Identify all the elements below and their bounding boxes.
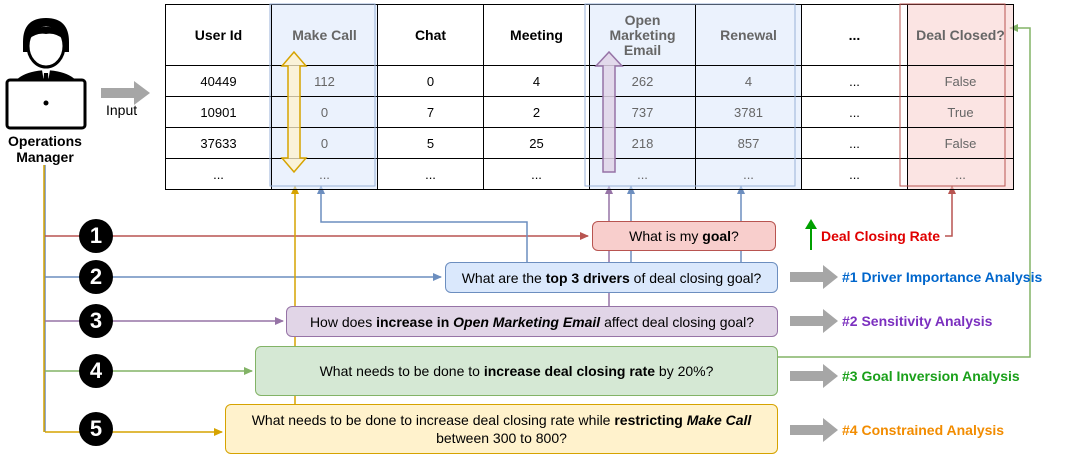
table-cell: ... xyxy=(801,127,908,159)
col-user-id: User Id xyxy=(165,4,272,66)
table-cell: 0 xyxy=(271,96,378,128)
col-renewal: Renewal xyxy=(695,4,802,66)
table-cell: 262 xyxy=(589,65,696,97)
table-cell: 0 xyxy=(377,65,484,97)
analysis-constrained: #4 Constrained Analysis xyxy=(842,422,1005,438)
step-5-badge: 5 xyxy=(79,412,113,446)
table-cell: 218 xyxy=(589,127,696,159)
table-row: ........................ xyxy=(165,158,1014,190)
table-cell: 857 xyxy=(695,127,802,159)
col-deal-closed: Deal Closed? xyxy=(907,4,1014,66)
table-cell: ... xyxy=(377,158,484,190)
table-cell: ... xyxy=(801,65,908,97)
table-cell: 37633 xyxy=(165,127,272,159)
col-meeting: Meeting xyxy=(483,4,590,66)
operations-manager-label: Operations Manager xyxy=(8,133,82,165)
input-label: Input xyxy=(106,102,138,118)
table-cell: ... xyxy=(271,158,378,190)
question-constrained-box: What needs to be done to increase deal c… xyxy=(225,404,778,454)
question-sensitivity-box: How does increase in Open Marketing Emai… xyxy=(286,306,778,337)
step-4-badge: 4 xyxy=(79,354,113,388)
col-ellipsis: ... xyxy=(801,4,908,66)
table-cell: 0 xyxy=(271,127,378,159)
analysis-goal-inversion: #3 Goal Inversion Analysis xyxy=(842,368,1020,384)
user-laptop-icon xyxy=(5,18,87,130)
data-table: User Id Make Call Chat Meeting Open Mark… xyxy=(165,4,1014,190)
col-open-marketing-email: Open Marketing Email xyxy=(589,4,696,66)
question-goal-box: What is my goal? xyxy=(592,221,776,251)
col-make-call: Make Call xyxy=(271,4,378,66)
table-cell: 3781 xyxy=(695,96,802,128)
table-cell: 7 xyxy=(377,96,484,128)
step-1-badge: 1 xyxy=(79,219,113,253)
table-cell: 112 xyxy=(271,65,378,97)
table-cell: 25 xyxy=(483,127,590,159)
table-cell: 4 xyxy=(695,65,802,97)
analysis-driver-importance: #1 Driver Importance Analysis xyxy=(842,269,1043,285)
step-2-badge: 2 xyxy=(79,260,113,294)
question-goal-inversion-box: What needs to be done to increase deal c… xyxy=(255,346,778,396)
table-cell: False xyxy=(907,127,1014,159)
table-cell: ... xyxy=(695,158,802,190)
table-cell: 4 xyxy=(483,65,590,97)
table-cell: ... xyxy=(589,158,696,190)
col-chat: Chat xyxy=(377,4,484,66)
table-cell: 737 xyxy=(589,96,696,128)
table-cell: ... xyxy=(483,158,590,190)
analysis-sensitivity: #2 Sensitivity Analysis xyxy=(842,313,993,329)
table-cell: 40449 xyxy=(165,65,272,97)
table-header-row: User Id Make Call Chat Meeting Open Mark… xyxy=(165,4,1014,66)
table-cell: 10901 xyxy=(165,96,272,128)
table-cell: ... xyxy=(165,158,272,190)
table-cell: False xyxy=(907,65,1014,97)
table-cell: ... xyxy=(801,96,908,128)
table-cell: 2 xyxy=(483,96,590,128)
step-3-badge: 3 xyxy=(79,304,113,338)
table-cell: True xyxy=(907,96,1014,128)
deal-closing-rate-label: Deal Closing Rate xyxy=(821,228,941,244)
table-cell: ... xyxy=(907,158,1014,190)
table-cell: 5 xyxy=(377,127,484,159)
table-cell: ... xyxy=(801,158,908,190)
question-top-drivers-box: What are the top 3 drivers of deal closi… xyxy=(445,262,778,293)
